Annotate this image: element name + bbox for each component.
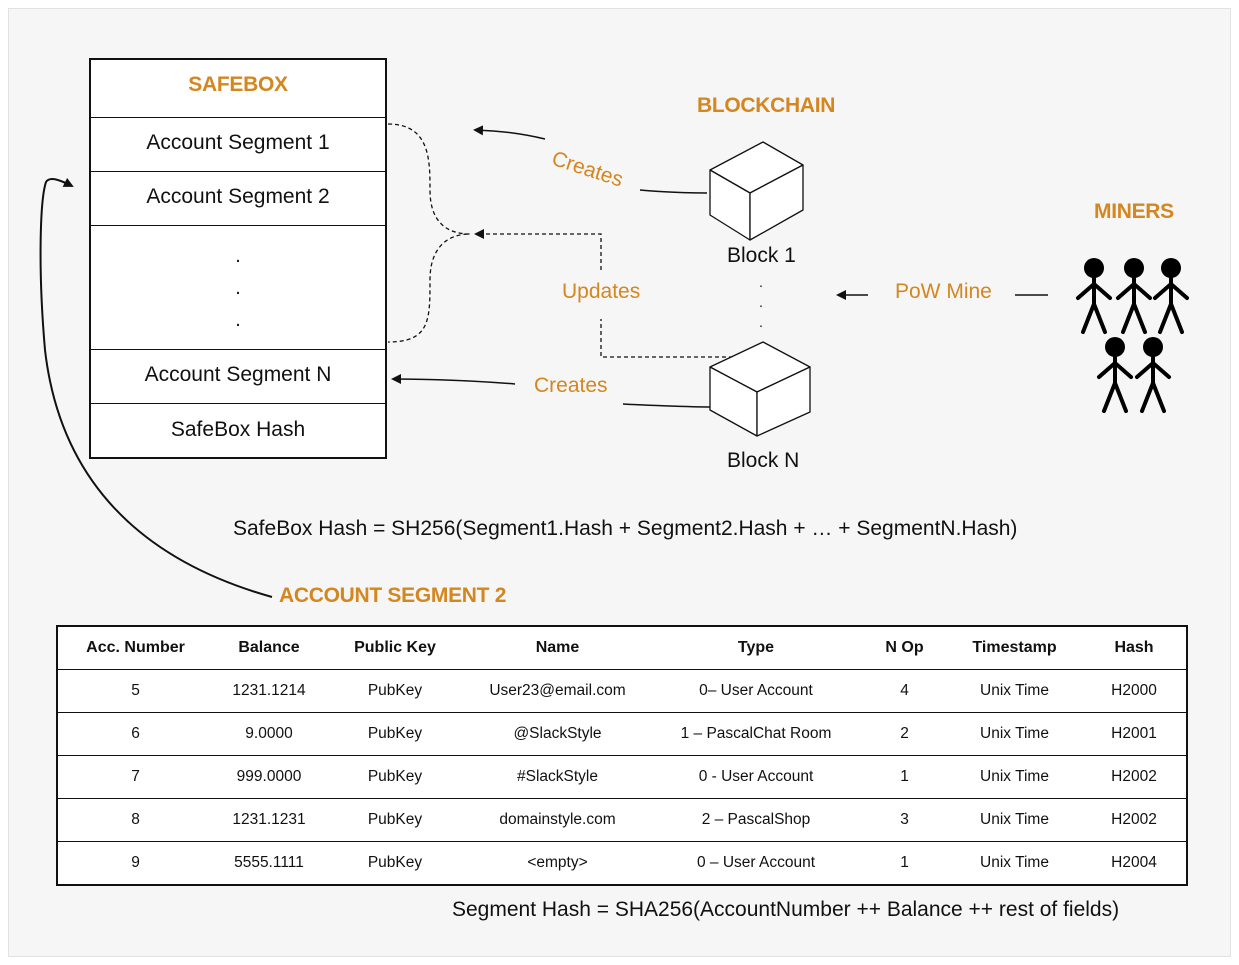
table-cell: Unix Time [947, 712, 1082, 756]
account-segment-title: ACCOUNT SEGMENT 2 [279, 584, 507, 607]
table-cell: 9 [131, 854, 140, 871]
table-cell: PubKey [325, 669, 465, 713]
stick-figure-icon [1135, 337, 1171, 413]
table-cell: 2 – PascalShop [650, 798, 862, 842]
table-header-cell: Acc. Number [57, 626, 213, 670]
table-cell: 5555.1111 [234, 854, 304, 871]
table-cell: H2000 [1082, 669, 1187, 713]
table-cell: H2001 [1082, 712, 1187, 756]
table-header-cell: Balance [213, 626, 325, 670]
table-header-cell: Timestamp [947, 626, 1082, 670]
table-cell: Unix Time [980, 854, 1049, 871]
safebox-hash-formula: SafeBox Hash = SH256(Segment1.Hash + Seg… [233, 517, 1018, 540]
cube-icon [709, 141, 804, 241]
table-cell: PubKey [367, 854, 423, 871]
table-cell: PubKey [325, 712, 465, 756]
safebox-box: SAFEBOX Account Segment 1 Account Segmen… [89, 58, 387, 459]
block-1-label: Block 1 [727, 244, 796, 267]
table-cell: PubKey [325, 798, 465, 842]
segment-hash-formula: Segment Hash = SHA256(AccountNumber ++ B… [452, 898, 1120, 921]
table-cell: @SlackStyle [465, 712, 650, 756]
safebox-hash-row: SafeBox Hash [170, 418, 306, 441]
table-header-cell: Name [465, 626, 650, 670]
table-cell: #SlackStyle [465, 755, 650, 799]
stick-figure-icon [1116, 258, 1152, 334]
table-cell: 9.0000 [213, 712, 325, 756]
safebox-segment-n: Account Segment N [91, 350, 385, 404]
table-cell: 0– User Account [650, 669, 862, 713]
table-cell: User23@email.com [465, 669, 650, 713]
table-cell: 2 [862, 712, 947, 756]
pow-mine-label: PoW Mine [895, 280, 992, 303]
miners-title: MINERS [1094, 200, 1174, 223]
safebox-segment-2: Account Segment 2 [91, 172, 385, 226]
table-cell: H2002 [1082, 798, 1187, 842]
safebox-dots: . . . [235, 245, 241, 331]
miners-figures [1076, 258, 1189, 413]
creates-top-connector [639, 189, 708, 194]
safebox-ellipsis-row: . . . [91, 226, 385, 350]
table-cell: 0 – User Account [696, 854, 816, 871]
updates-label: Updates [562, 280, 641, 303]
table-cell: H2002 [1082, 755, 1187, 799]
safebox-segment-1: Account Segment 1 [91, 118, 385, 172]
table-cell: Unix Time [947, 669, 1082, 713]
dashed-brace [387, 123, 471, 343]
stick-figure-icon [1153, 258, 1189, 334]
table-header-cell: N Op [862, 626, 947, 670]
table-cell: 6 [57, 712, 213, 756]
creates-bottom-connector [622, 403, 713, 408]
table-cell: 5 [57, 669, 213, 713]
table-cell: 0 - User Account [650, 755, 862, 799]
creates-bottom-label: Creates [534, 374, 608, 397]
table-cell: H2004 [1111, 854, 1157, 871]
blockchain-title: BLOCKCHAIN [697, 94, 836, 117]
table-cell: 8 [57, 798, 213, 842]
updates-connector [476, 234, 740, 358]
stick-figure-icon [1097, 337, 1133, 413]
table-cell: 1 [862, 755, 947, 799]
safebox-title: SAFEBOX [188, 73, 288, 96]
table-cell: 1 [900, 854, 909, 871]
table-header-cell: Hash [1082, 626, 1187, 670]
table-cell: Unix Time [947, 798, 1082, 842]
table-cell: 1231.1231 [213, 798, 325, 842]
stick-figure-icon [1076, 258, 1112, 334]
blockchain-dots: . . . [759, 274, 763, 330]
creates-bottom-arrow [391, 374, 516, 385]
table-header-cell: Type [650, 626, 862, 670]
table-cell: <empty> [527, 854, 588, 871]
table-cell: PubKey [325, 755, 465, 799]
table-header-cell: Public Key [325, 626, 465, 670]
cube-icon [709, 341, 811, 437]
table-cell: Unix Time [947, 755, 1082, 799]
table-row: 9 5555.1111 PubKey <empty> 0 – User Account 1… [57, 842, 1187, 886]
table-cell: 7 [57, 755, 213, 799]
safebox-title-row: SAFEBOX [91, 60, 385, 118]
table-cell: domainstyle.com [465, 798, 650, 842]
segment-pointer-arrow [39, 177, 273, 598]
table-cell: 1 – PascalChat Room [650, 712, 862, 756]
block-n-label: Block N [727, 449, 800, 472]
table-cell: 999.0000 [213, 755, 325, 799]
table-cell: 4 [862, 669, 947, 713]
table-cell: 3 [862, 798, 947, 842]
table-cell: 1231.1214 [213, 669, 325, 713]
creates-top-arrow [473, 125, 546, 140]
